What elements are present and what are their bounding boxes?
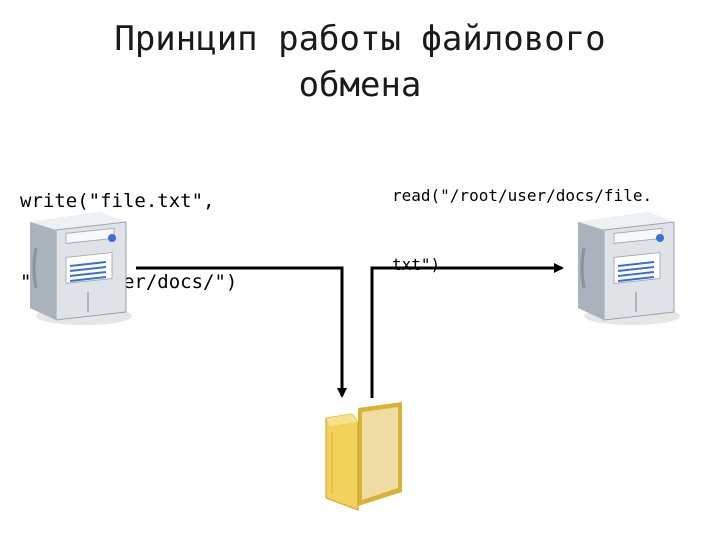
- client-server-left-icon: [30, 212, 132, 325]
- write-call-line-1: write("file.txt",: [20, 190, 215, 212]
- client-server-right-icon: [578, 212, 680, 325]
- slide-title-line-1: Принцип работы файлового: [114, 19, 606, 59]
- slide-title: Принцип работы файлового обмена: [40, 16, 680, 108]
- shared-folder-icon: [325, 402, 402, 511]
- read-call-line-1: read("/root/user/docs/file.: [392, 186, 653, 205]
- slide-title-line-2: обмена: [298, 65, 422, 105]
